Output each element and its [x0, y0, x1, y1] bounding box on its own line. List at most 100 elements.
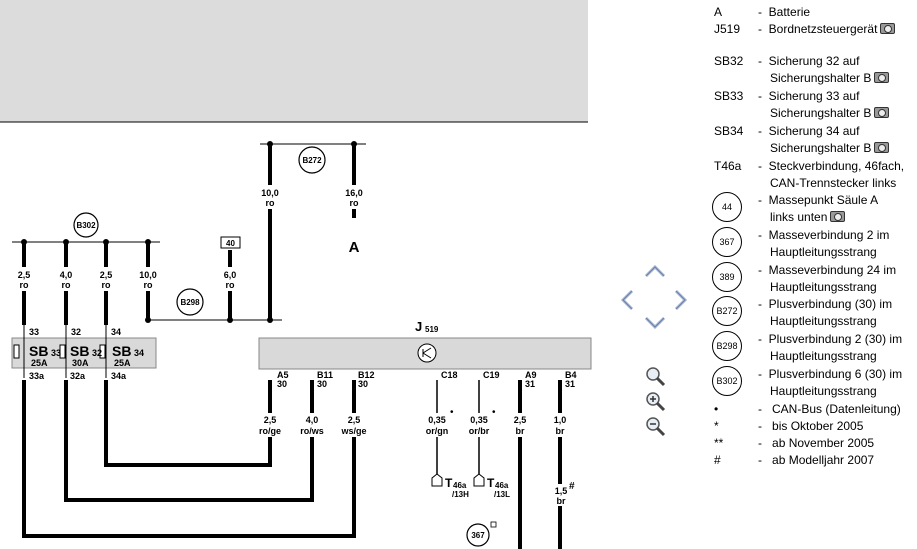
battery-label: A — [349, 239, 360, 256]
svg-text:31: 31 — [525, 379, 535, 389]
wire-label: 2,5ws/ge — [340, 413, 368, 437]
svg-text:B12: B12 — [358, 370, 375, 380]
wire-label: 2,5ro/ge — [256, 413, 284, 437]
wire-label: 4,0ro/ws — [298, 413, 326, 437]
legend: A- Batterie J519- Bordnetzsteuergerät SB… — [712, 5, 905, 467]
svg-text:br: br — [516, 426, 525, 436]
svg-text:C19: C19 — [483, 370, 500, 380]
svg-text:34a: 34a — [111, 371, 127, 381]
svg-text:A9: A9 — [525, 370, 537, 380]
svg-text:•: • — [450, 407, 454, 418]
wire-label: 1,0br — [548, 413, 572, 437]
svg-text:B302: B302 — [76, 221, 96, 230]
wire-label: 4,0ro — [55, 267, 77, 291]
wire-label: 6,0ro — [219, 267, 241, 291]
svg-text:34: 34 — [134, 348, 144, 358]
svg-text:ro: ro — [266, 198, 276, 208]
svg-text:30: 30 — [317, 379, 327, 389]
wire-label: 1,5br # — [551, 481, 575, 506]
svg-text:br: br — [557, 496, 566, 506]
svg-text:30: 30 — [358, 379, 368, 389]
svg-text:ro: ro — [102, 280, 112, 290]
svg-text:10,0: 10,0 — [261, 188, 279, 198]
svg-text:or/gn: or/gn — [426, 426, 449, 436]
arrow-left-icon[interactable] — [620, 289, 634, 311]
svg-text:25A: 25A — [114, 358, 131, 368]
svg-text:ro/ws: ro/ws — [300, 426, 324, 436]
svg-text:2,5: 2,5 — [18, 270, 31, 280]
camera-icon[interactable] — [830, 211, 846, 222]
svg-text:6,0: 6,0 — [224, 270, 237, 280]
svg-text:31: 31 — [565, 379, 575, 389]
svg-text:33: 33 — [29, 327, 39, 337]
connection-b272: B272 — [298, 146, 326, 174]
svg-text:0,35: 0,35 — [428, 415, 446, 425]
zoom-out-icon[interactable] — [644, 415, 666, 437]
svg-text:10,0: 10,0 — [139, 270, 157, 280]
svg-text:34: 34 — [111, 327, 121, 337]
arrow-up-icon[interactable] — [644, 264, 666, 278]
svg-text:40: 40 — [226, 239, 235, 248]
svg-text:4,0: 4,0 — [60, 270, 73, 280]
svg-text:J: J — [415, 319, 422, 334]
camera-icon[interactable] — [874, 142, 890, 153]
svg-text:4,0: 4,0 — [306, 415, 319, 425]
camera-icon[interactable] — [880, 23, 896, 34]
svg-text:•: • — [492, 407, 496, 418]
svg-text:30: 30 — [277, 379, 287, 389]
fuse-sb33: SB 33 25A 33 33a — [29, 327, 61, 381]
svg-text:ws/ge: ws/ge — [340, 426, 366, 436]
arrow-down-icon[interactable] — [644, 316, 666, 330]
svg-text:2,5: 2,5 — [264, 415, 277, 425]
svg-text:ro: ro — [20, 280, 30, 290]
svg-text:ro: ro — [226, 280, 236, 290]
svg-text:ro: ro — [62, 280, 72, 290]
wire-label: 2,5ro — [95, 267, 117, 291]
svg-text:367: 367 — [471, 531, 485, 540]
terminal-40: 40 — [220, 236, 241, 249]
svg-text:/13L: /13L — [494, 490, 510, 499]
svg-text:2,5: 2,5 — [100, 270, 113, 280]
fuse-holder: SB 33 25A 33 33a SB 32 30A 32 32a SB 34 … — [11, 325, 157, 381]
svg-text:16,0: 16,0 — [345, 188, 363, 198]
diagram-header-panel — [0, 0, 588, 122]
svg-text:33: 33 — [51, 348, 61, 358]
wire-label: 2,5ro — [13, 267, 35, 291]
svg-text:0,35: 0,35 — [470, 415, 488, 425]
svg-text:33a: 33a — [29, 371, 45, 381]
svg-text:1,5: 1,5 — [555, 486, 568, 496]
connection-b298: B298 — [176, 288, 204, 316]
svg-text:ro/ge: ro/ge — [259, 426, 281, 436]
svg-text:C18: C18 — [441, 370, 458, 380]
zoom-in-icon[interactable] — [644, 390, 666, 412]
view-controls — [620, 262, 700, 442]
svg-text:T: T — [445, 476, 453, 490]
camera-icon[interactable] — [874, 107, 890, 118]
connection-b302: B302 — [73, 212, 99, 238]
svg-text:/13H: /13H — [452, 490, 469, 499]
zoom-reset-icon[interactable] — [644, 365, 666, 387]
svg-text:ro: ro — [350, 198, 360, 208]
wire-label: 2,5br — [508, 413, 532, 437]
camera-icon[interactable] — [874, 72, 890, 83]
svg-text:2,5: 2,5 — [514, 415, 527, 425]
svg-text:or/br: or/br — [469, 426, 490, 436]
svg-text:B4: B4 — [565, 370, 577, 380]
svg-text:T: T — [487, 476, 495, 490]
svg-text:32: 32 — [92, 348, 102, 358]
ground-44-symbol: 44 — [712, 192, 742, 222]
arrow-right-icon[interactable] — [674, 289, 688, 311]
wire-label: 16,0ro — [342, 185, 367, 209]
svg-text:SB: SB — [70, 343, 89, 359]
fuse-sb32: SB 32 30A 32 32a — [70, 327, 102, 381]
svg-text:1,0: 1,0 — [554, 415, 567, 425]
connector-t46a-13h: T 46a /13H — [431, 473, 469, 499]
svg-text:A5: A5 — [277, 370, 289, 380]
fuse-sb34: SB 34 25A 34 34a — [111, 327, 144, 381]
pin-c19: C19 — [483, 370, 500, 380]
ground-367: 367 — [466, 521, 497, 547]
